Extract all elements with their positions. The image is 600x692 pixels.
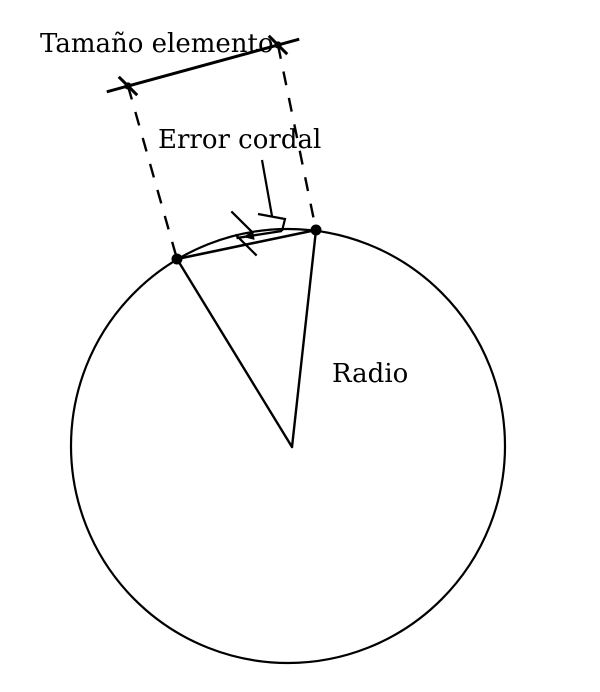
label-element-size: Tamaño elemento bbox=[40, 29, 274, 59]
error-tick-upper bbox=[230, 210, 254, 234]
arc-endpoint-dot-left bbox=[171, 253, 183, 265]
radius-line-left bbox=[175, 257, 294, 449]
label-radius: Radio bbox=[332, 359, 408, 389]
leader-line-chordal-error bbox=[260, 159, 274, 217]
radius-line-right bbox=[290, 228, 318, 449]
extension-line-right bbox=[276, 44, 318, 231]
arc-endpoint-dot-right bbox=[310, 224, 322, 236]
extension-line-left bbox=[126, 85, 179, 260]
dimension-point-right bbox=[274, 41, 282, 49]
dimension-line-element-size bbox=[106, 37, 300, 94]
dimension-point-left bbox=[124, 82, 132, 90]
label-chordal-error: Error cordal bbox=[158, 125, 321, 155]
error-bracket bbox=[257, 212, 287, 232]
error-arrow-head bbox=[243, 230, 255, 240]
circle-outline bbox=[69, 227, 507, 665]
